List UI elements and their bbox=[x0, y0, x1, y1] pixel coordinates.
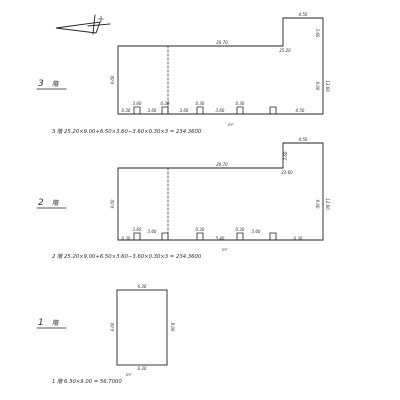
floor3-formula: 3 階 25.20×9.00+6.50×3.60−3.60×0.30×3 = 2… bbox=[52, 128, 202, 135]
floor2-plan bbox=[117, 142, 324, 241]
floor3-dim-b1: 0.30 bbox=[122, 108, 131, 113]
floor2-dim-b7: 0.30 bbox=[236, 227, 245, 232]
floor2-dim-b3: 3.60 bbox=[148, 229, 157, 234]
floor3-dim-b8: 0.30 bbox=[236, 101, 245, 106]
floor3-dim-wing-top: 4.50 bbox=[299, 12, 308, 17]
floor3-dim-wing-side: 3.60 bbox=[315, 29, 320, 38]
floor2-dim-b1: 0.30 bbox=[122, 236, 131, 241]
floor3-dim-top-sub: 25.20 bbox=[279, 48, 291, 53]
floor1-dim-bottom: 6.30 bbox=[138, 366, 147, 371]
floor2-dim-b2: 3.60 bbox=[133, 227, 142, 232]
floor3-dim-b9: 4.50 bbox=[296, 108, 305, 113]
floor2-dim-b4: 5.40 bbox=[216, 236, 225, 241]
floor1-label-num: 1 bbox=[38, 318, 44, 328]
floor2-dim-b5: 0.30 bbox=[196, 227, 205, 232]
floor1-plan bbox=[116, 289, 168, 366]
floor1-dim-right: 9.00 bbox=[170, 323, 175, 332]
floor3-dim-right-a: 9.00 bbox=[315, 82, 320, 91]
floor2-dim-wing-side: 3.60 bbox=[283, 151, 288, 160]
floor1-label-unit: 階 bbox=[52, 319, 60, 327]
floor3-dim-top-main: 20.70 bbox=[216, 40, 228, 45]
floor2-dim-b6: 3.60 bbox=[252, 229, 261, 234]
north-arrow-icon bbox=[55, 14, 111, 35]
floor3-label-num: 3 bbox=[38, 79, 44, 89]
floor3-formula-unit: m² bbox=[228, 122, 234, 127]
floor1-dim-top: 6.30 bbox=[138, 284, 147, 289]
floor3-dim-left: 9.00 bbox=[110, 75, 115, 84]
floor2-dim-wing-top: 4.50 bbox=[299, 137, 308, 142]
floor2-dim-right-a: 9.00 bbox=[315, 200, 320, 209]
floor2-dim-left: 9.00 bbox=[110, 199, 115, 208]
floor1-formula: 1 階 6.30×9.00 = 56.7000 bbox=[52, 378, 122, 385]
floor3-dim-b2: 3.60 bbox=[133, 101, 142, 106]
floor3-dim-b7: 3.60 bbox=[216, 108, 225, 113]
floor3-label-unit: 階 bbox=[52, 80, 60, 88]
floor3-dim-b6: 0.30 bbox=[196, 101, 205, 106]
floor2-dim-b8: 0.30 bbox=[294, 236, 303, 241]
floor1-dim-left: 9.00 bbox=[110, 322, 115, 331]
floor3-dim-right-b: 12.60 bbox=[325, 80, 330, 92]
floor2-dim-top-main: 20.70 bbox=[216, 162, 228, 167]
floor2-label-unit: 階 bbox=[52, 199, 60, 207]
floor3-plan bbox=[117, 17, 324, 115]
floor2-label-num: 2 bbox=[38, 198, 44, 208]
floor1-formula-unit: m² bbox=[126, 372, 132, 377]
floor2-formula: 2 階 25.20×9.00+6.50×3.60−3.60×0.30×3 = 2… bbox=[52, 253, 202, 260]
floor2-formula-unit: m² bbox=[222, 247, 228, 252]
floor2-dim-top-sub: 21.60 bbox=[281, 170, 293, 175]
floor2-dim-right-b: 12.60 bbox=[325, 198, 330, 210]
floor3-dim-b4: 0.30 bbox=[161, 101, 170, 106]
floor3-dim-b5: 3.60 bbox=[180, 108, 189, 113]
floor3-dim-b3: 3.60 bbox=[148, 108, 157, 113]
